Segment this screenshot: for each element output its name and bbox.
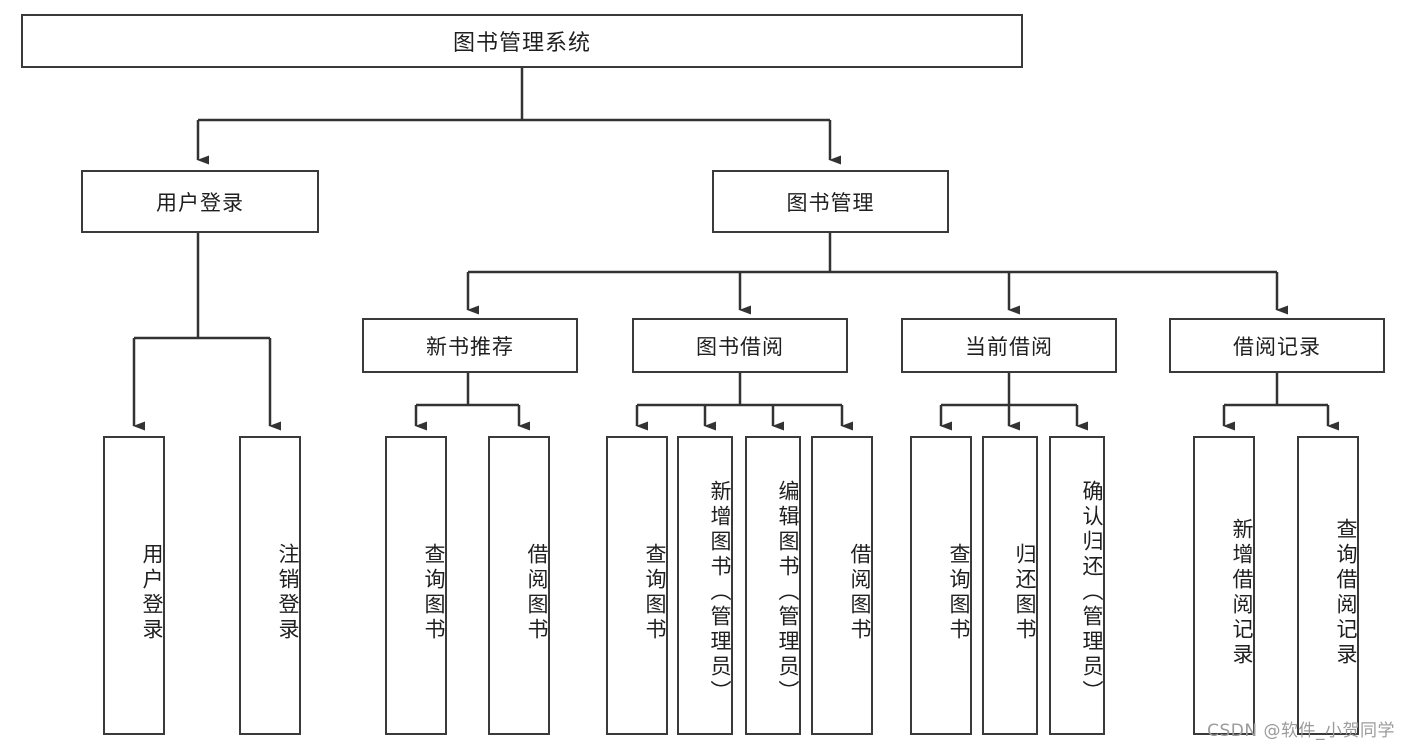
node-label: 图书管理 [786,190,875,215]
node-user-login[interactable]: 用户登录 [81,170,319,233]
node-label: 查询图书 [643,542,667,643]
node-borrow-record[interactable]: 借阅记录 [1169,318,1385,373]
node-leaf-borrow-add-book[interactable]: 新增图书（管理员） [677,436,733,735]
node-leaf-record-add[interactable]: 新增借阅记录 [1193,436,1255,735]
node-leaf-new-book-query[interactable]: 查询图书 [385,436,447,735]
node-book-management[interactable]: 图书管理 [712,170,949,233]
node-label: 新增借阅记录 [1230,517,1254,668]
node-label: 新书推荐 [426,334,514,359]
node-label: 确认归还（管理员） [1080,480,1104,705]
node-new-book-recommend[interactable]: 新书推荐 [362,318,578,373]
node-label: 编辑图书（管理员） [776,480,800,705]
node-label: 注销登录 [276,542,300,643]
node-root-system[interactable]: 图书管理系统 [21,14,1023,68]
node-label: 用户登录 [140,542,164,643]
node-label: 图书借阅 [696,334,784,359]
node-label: 归还图书 [1013,542,1037,643]
node-leaf-user-login-login[interactable]: 用户登录 [103,436,165,735]
node-leaf-borrow-query-book[interactable]: 查询图书 [606,436,668,735]
node-label: 当前借阅 [965,334,1053,359]
node-label: 借阅图书 [848,542,872,643]
node-label: 用户登录 [156,190,244,215]
node-label: 查询借阅记录 [1334,517,1358,668]
node-current-borrow[interactable]: 当前借阅 [901,318,1117,373]
node-leaf-borrow-borrow-book[interactable]: 借阅图书 [811,436,873,735]
node-leaf-current-query-book[interactable]: 查询图书 [910,436,972,735]
node-leaf-record-query[interactable]: 查询借阅记录 [1297,436,1359,735]
node-leaf-user-login-logout[interactable]: 注销登录 [239,436,301,735]
node-label: 查询图书 [947,542,971,643]
node-label: 查询图书 [422,542,446,643]
csdn-watermark: CSDN @软件_小贺同学 [1207,721,1395,741]
node-leaf-borrow-edit-book[interactable]: 编辑图书（管理员） [745,436,801,735]
node-label: 借阅图书 [525,542,549,643]
node-leaf-new-book-borrow[interactable]: 借阅图书 [488,436,550,735]
node-leaf-current-return-book[interactable]: 归还图书 [982,436,1038,735]
node-label: 新增图书（管理员） [708,480,732,705]
node-leaf-current-confirm-return[interactable]: 确认归还（管理员） [1049,436,1105,735]
node-label: 借阅记录 [1233,334,1321,359]
node-book-borrow[interactable]: 图书借阅 [632,318,848,373]
node-label: 图书管理系统 [452,31,591,56]
